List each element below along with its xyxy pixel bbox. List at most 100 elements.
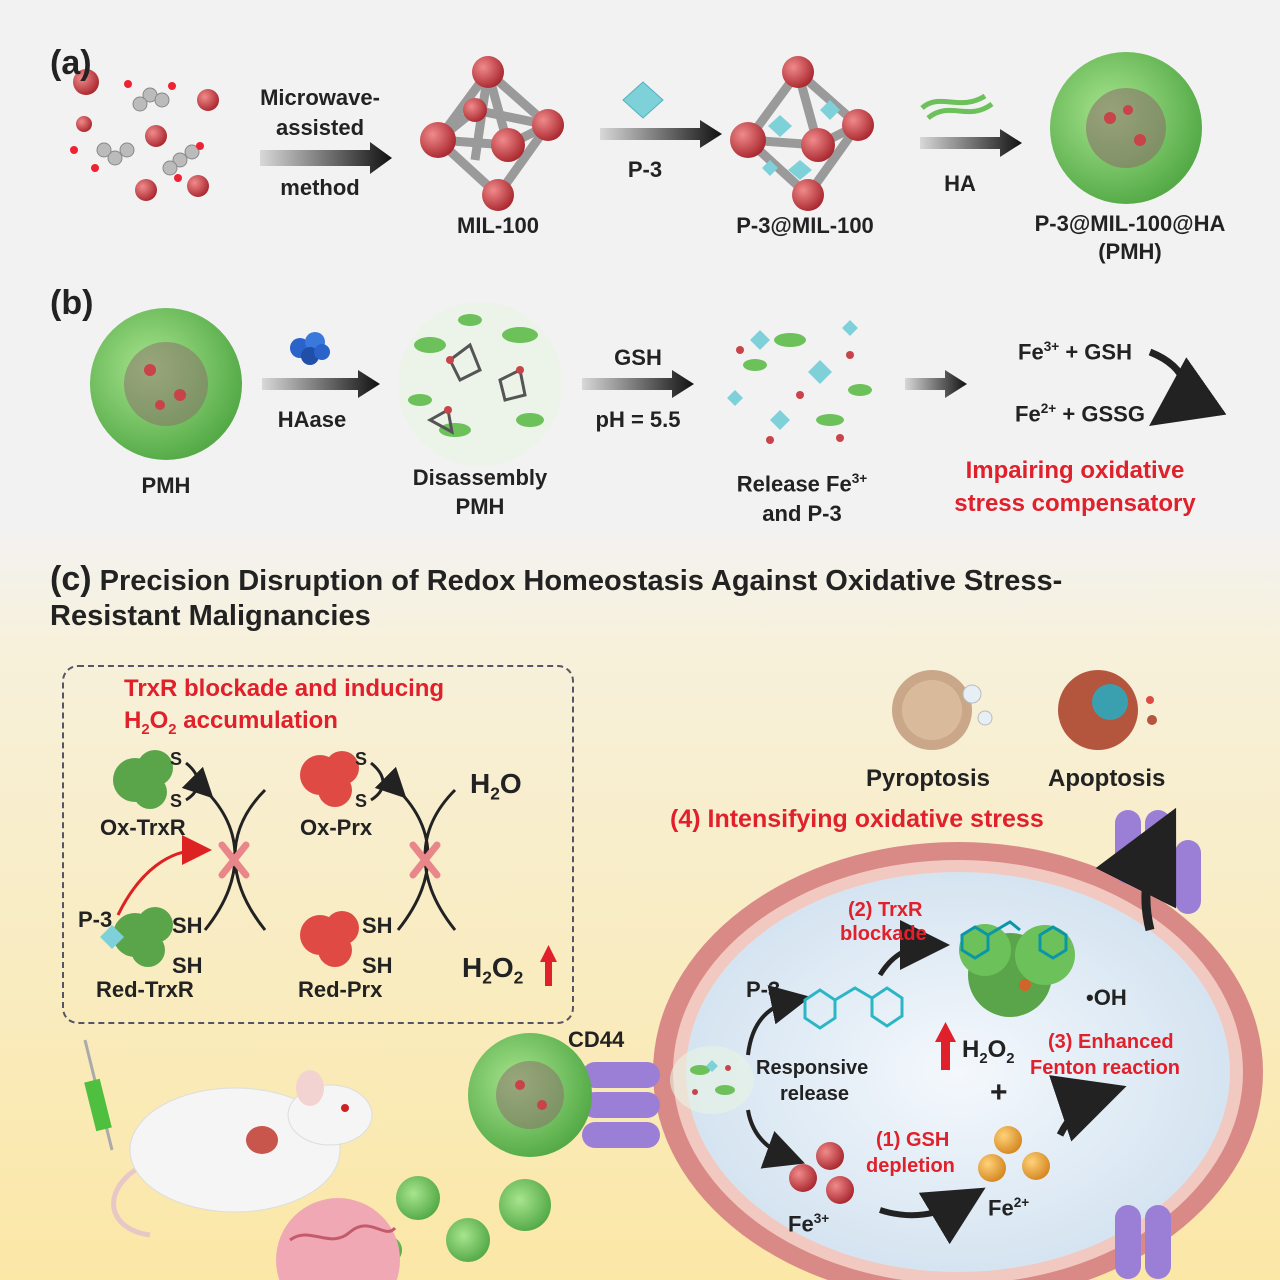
responsive-label-2: release [780,1083,849,1105]
oh-release-arrow [1095,807,1177,932]
gsh-depletion-label-2: depletion [866,1155,955,1177]
release-to-p3-arrow [746,985,811,1056]
ph-label: pH = 5.5 [595,407,681,432]
equation-fe2-gssg: Fe2+ + GSSG [1015,401,1145,427]
p3-diamond-icon [622,81,664,119]
pyroptosis-label: Pyroptosis [866,765,991,792]
red-trxr-protein [113,907,173,967]
p3-mil100-label: P-3@MIL-100 [736,213,874,238]
arrow-gsh [582,370,694,398]
h2o2-up-arrow-icon [540,945,557,986]
apoptosis-cell-icon [1058,670,1157,750]
ox-prx-label: Ox-Prx [300,815,373,840]
haase-label: HAase [277,407,347,432]
trxr-bound-p3-icon [960,920,1068,960]
trxr-blocked-protein [959,924,1075,1017]
impairing-label-2: stress compensatory [954,490,1196,517]
mil100-nodes [420,56,564,211]
h2o2-cell-label: H2O2 [962,1036,1015,1067]
haase-enzyme-icon [290,332,330,365]
p3-cell-label: P-3 [746,977,781,1002]
plus-sign: + [990,1076,1008,1109]
trxr-blockade-box [62,665,574,1024]
red-trxr-sh-top: SH [172,913,203,938]
p3-bound-icon [100,925,124,949]
fe2-cell-label: Fe2+ [988,1195,1030,1221]
pmh-sphere-c [468,1033,592,1157]
p3-to-trxr-arrow [877,920,950,977]
panel-c-title-1: (c) Precision Disruption of Redox Homeos… [50,560,1063,598]
h2o2-increase-icon [935,1022,956,1070]
release-label-2: and P-3 [762,501,842,526]
pmh-sphere-a [1050,52,1202,204]
apoptosis-label: Apoptosis [1048,765,1166,792]
panel-c-label: (c) [50,560,92,598]
h2o-label: H2O [470,768,522,804]
fenton-label-1: (3) Enhanced [1048,1031,1174,1053]
pmh-label-line2: (PMH) [1098,239,1162,264]
equation-fe3-gsh: Fe3+ + GSH [1018,339,1132,365]
p3-molecule-icon [803,986,904,1030]
disassembly-label-2: PMH [455,494,505,519]
block-cross-icon-1 [218,841,250,879]
receptor-bottom-right-icon [1115,1205,1171,1279]
impairing-label-1: Impairing oxidative [965,457,1185,484]
ox-trxr-protein [113,750,173,809]
pmh-sphere-b [90,308,242,460]
pmh-b-label: PMH [141,473,191,498]
mil100-label: MIL-100 [457,213,539,238]
ha-chains-icon [920,93,994,121]
syringe-icon [83,1039,114,1151]
gsh-label: GSH [614,345,662,370]
arrow-microwave [260,142,392,174]
release-label-1: Release Fe3+ [736,471,868,497]
gsh-depletion-label-1: (1) GSH [876,1129,950,1151]
fenton-label-2: Fenton reaction [1030,1057,1181,1079]
cd44-receptor-icon [582,1062,660,1148]
released-pmh-cluster [670,1046,754,1114]
hydroxyl-radical-label: •OH [1086,985,1127,1010]
release-to-fe-arrow [746,1109,806,1169]
fenton-arrow [1049,1075,1127,1142]
panel-a-label: (a) [50,44,92,82]
small-pmh-particles [374,1176,551,1264]
p3-box-label: P-3 [78,907,113,932]
arrow-p3 [600,120,722,148]
fe3-cell-label: Fe3+ [788,1211,830,1237]
disassembly-label-1: Disassembly [412,465,548,490]
arrow3-label: HA [944,171,976,196]
red-prx-sh-top: SH [362,913,393,938]
ox-trxr-s-top: S [170,749,183,769]
arrow1-label-bottom: method [280,175,360,200]
ox-prx-s-bottom: S [355,791,368,811]
arrow1-label-mid: assisted [275,115,365,140]
trxr-blockade-label-1: (2) TrxR [848,899,923,921]
fe3-ions [789,1142,854,1204]
p3-mil100-octahedron [730,56,874,211]
arrow-ha [920,129,1022,157]
arrow1-label-top: Microwave- [260,85,380,110]
ox-trxr-s-bottom: S [170,791,183,811]
p3-inhibition-arrow [116,835,212,916]
red-trxr-label: Red-TrxR [96,977,194,1002]
curved-arrow-redox [1148,348,1227,427]
pmh-label-line1: P-3@MIL-100@HA [1034,211,1226,236]
cd44-label: CD44 [568,1027,625,1052]
responsive-label-1: Responsive [756,1057,869,1079]
arrow2-label: P-3 [627,157,663,182]
intensify-label: (4) Intensifying oxidative stress [670,805,1044,833]
red-prx-protein [300,911,359,967]
ox-trxr-label: Ox-TrxR [100,815,186,840]
ox-prx-s-top: S [355,749,368,769]
released-fragments [727,320,872,444]
h2o2-box-label: H2O2 [462,952,524,988]
linker-molecules [70,69,219,201]
panel-c-title-2: Resistant Malignancies [50,600,371,632]
disassembled-pmh [398,302,562,466]
arrow-haase [262,370,380,398]
pyroptosis-cell-icon [892,670,993,750]
red-prx-label: Red-Prx [298,977,383,1002]
panel-b-label: (b) [50,284,94,322]
box-title-1: TrxR blockade and inducing [124,675,445,702]
